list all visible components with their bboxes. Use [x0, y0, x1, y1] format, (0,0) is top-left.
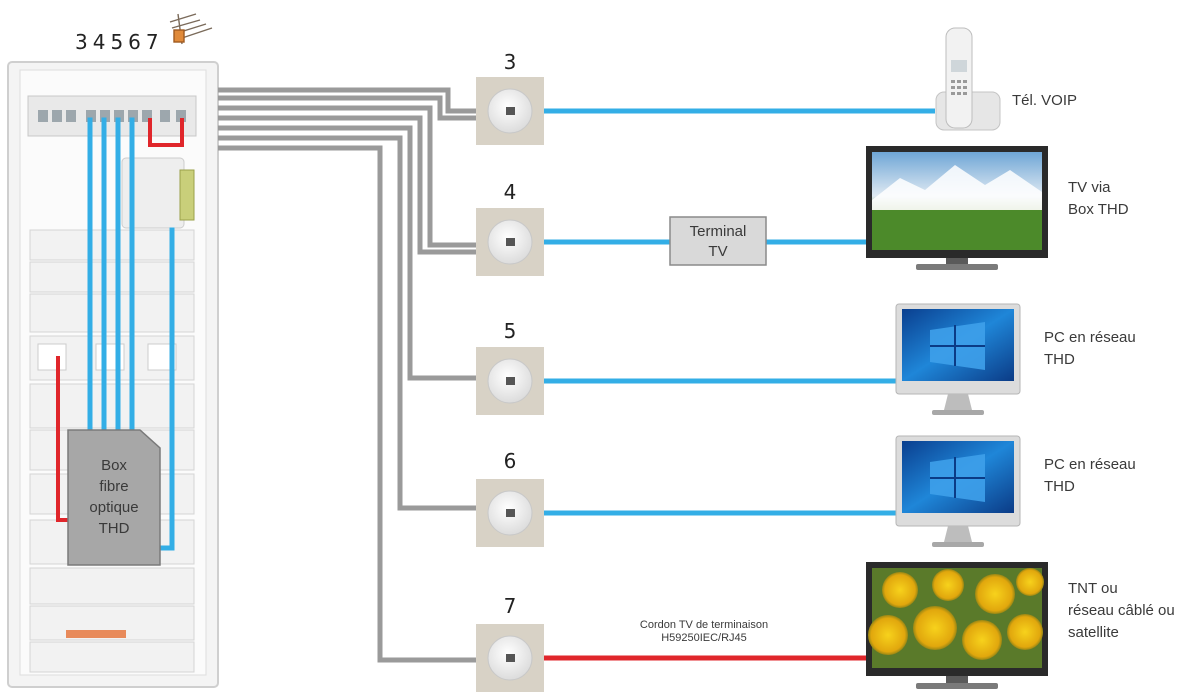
outlet-6: 6 — [476, 449, 544, 547]
panel-port-numbers: 34567 — [75, 30, 164, 54]
tv-label-line2: Box THD — [1068, 201, 1129, 218]
tnt-label-line2: réseau câblé ou — [1068, 602, 1175, 619]
terminal-tv-line1: Terminal — [690, 223, 747, 240]
cordon-label-line2: H59250IEC/RJ45 — [661, 632, 747, 644]
outlet-5: 5 — [476, 319, 544, 415]
box-fibre-line2: fibre — [99, 478, 128, 495]
outlet-number: 5 — [504, 319, 517, 343]
pc1-label-line2: THD — [1044, 351, 1075, 368]
tnt-tv-icon — [866, 562, 1048, 689]
terminal-tv-line2: TV — [708, 243, 727, 260]
outlet-7: 7 — [476, 594, 544, 692]
outlet-3: 3 — [476, 50, 544, 145]
pc-monitor-icon — [895, 303, 1021, 415]
tv-label-line1: TV via — [1068, 179, 1111, 196]
outlet-number: 4 — [504, 180, 517, 204]
pc-monitor-icon — [895, 435, 1021, 547]
outlet-number: 6 — [504, 449, 517, 473]
internal-cables — [56, 117, 184, 551]
tv-icon — [866, 146, 1048, 270]
terminal-tv-box: Terminal TV — [669, 216, 767, 266]
outlet-4: 4 — [476, 180, 544, 276]
outlet-number: 3 — [504, 50, 517, 74]
signal-cables — [508, 108, 935, 661]
voip-phone-icon — [935, 27, 1001, 131]
pc2-label-line2: THD — [1044, 478, 1075, 495]
antenna-icon — [169, 13, 213, 45]
pc1-label-line1: PC en réseau — [1044, 329, 1136, 346]
box-fibre-line3: optique — [89, 499, 138, 516]
distribution-cabinet — [7, 61, 219, 688]
tnt-label-line1: TNT ou — [1068, 580, 1118, 597]
box-fibre-line1: Box — [101, 457, 127, 474]
pc2-label-line1: PC en réseau — [1044, 456, 1136, 473]
cordon-label-line1: Cordon TV de terminaison — [640, 619, 768, 631]
tnt-label-line3: satellite — [1068, 624, 1119, 641]
gray-cables — [218, 87, 486, 663]
outlet-number: 7 — [504, 594, 517, 618]
box-fibre-optique: Box fibre optique THD — [67, 429, 161, 566]
box-fibre-line4: THD — [99, 520, 130, 537]
phone-label: Tél. VOIP — [1012, 92, 1077, 109]
